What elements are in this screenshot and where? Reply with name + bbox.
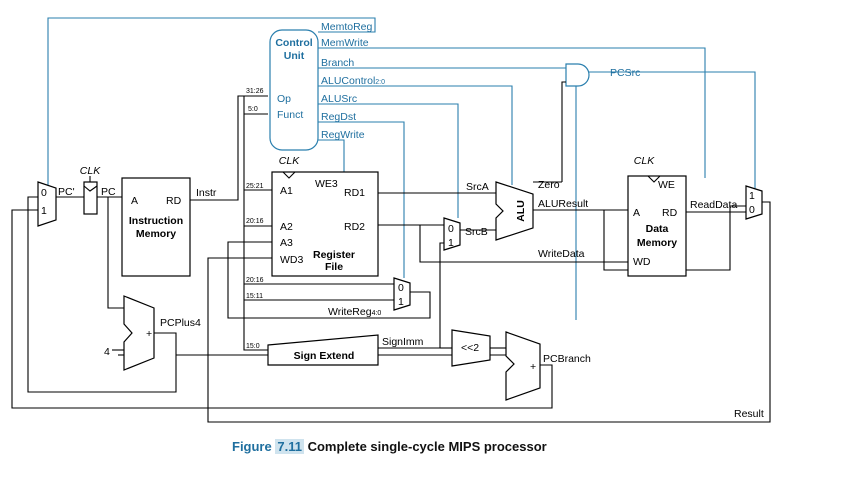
dm-we-label: WE [658,179,675,191]
result-label: Result [734,408,764,420]
control-wires [47,17,756,278]
pcplus4-adder [123,295,155,371]
pcplus4-plus: + [146,328,152,340]
bits-20-16-a: 20:16 [246,218,264,225]
dm-wd-label: WD [633,256,651,268]
result-mux-1: 0 [749,204,755,216]
rf-a2-label: A2 [280,221,293,233]
control-unit-title-2: Unit [284,50,305,62]
dm-clk-label: CLK [634,155,655,167]
pc-prime-label: PC' [58,186,75,198]
bits-5-0: 5:0 [248,106,258,113]
rf-title-2: File [325,261,343,273]
rf-title-1: Register [313,249,355,261]
pc-label: PC [101,186,116,198]
writereg-text: WriteReg [328,306,372,318]
four-label: 4 [104,346,110,358]
pcbranch-label: PCBranch [543,353,591,365]
sign-extend-label: Sign Extend [294,350,355,362]
dm-a-label: A [633,207,640,219]
signal-alusrc: ALUSrc [321,93,357,105]
writedata-label: WriteData [538,248,585,260]
data-memory [627,175,687,277]
bits-15-0: 15:0 [246,343,260,350]
dm-title-2: Memory [637,237,677,249]
pc-clk-label: CLK [80,165,101,177]
dm-title-1: Data [646,223,669,235]
srcb-mux-1: 1 [448,237,454,249]
signal-alucontrol-sub: 2:0 [375,79,385,86]
signal-pcsrc: PCSrc [610,67,640,79]
dm-rd-label: RD [662,207,678,219]
rf-clk-label: CLK [279,155,300,167]
pc-mux-0: 0 [41,187,47,199]
writereg-label: WriteReg4:0 [328,306,381,318]
figure-caption: Figure 7.11 Complete single-cycle MIPS p… [232,439,547,454]
control-unit-title-1: Control [275,37,312,49]
srcb-mux [443,217,461,251]
alu [495,181,534,241]
pcplus4-label: PCPlus4 [160,317,201,329]
caption-figure-word: Figure [232,439,272,454]
control-funct-label: Funct [277,109,303,121]
aluresult-label: ALUResult [538,198,588,210]
writereg-mux-0: 0 [398,282,404,294]
register-file [271,171,379,277]
imem-rd-label: RD [166,195,182,207]
writereg-mux-1: 1 [398,296,404,308]
signimm-label: SignImm [382,336,424,348]
shifter-label: <<2 [461,342,479,354]
signal-regwrite: RegWrite [321,129,365,141]
alu-label: ALU [515,200,527,222]
instruction-memory [121,177,191,277]
rf-we3-label: WE3 [315,178,338,190]
signal-memtoreg: MemtoReg [321,21,373,33]
control-op-label: Op [277,93,291,105]
shift-left-2 [451,329,491,367]
imem-a-label: A [131,195,138,207]
bits-25-21: 25:21 [246,183,264,190]
caption-figure-number: 7.11 [275,439,304,454]
signal-regdst: RegDst [321,111,356,123]
rf-rd2-label: RD2 [344,221,365,233]
readdata-label: ReadData [690,199,737,211]
rf-a1-label: A1 [280,185,293,197]
writereg-mux [393,277,411,311]
pcbranch-adder [505,331,541,401]
pc-mux-1: 1 [41,205,47,217]
result-mux [745,185,763,220]
pc-mux [37,181,57,227]
srcb-label: SrcB [465,226,488,238]
srca-label: SrcA [466,181,489,193]
signal-memwrite: MemWrite [321,37,369,49]
pcbranch-plus: + [530,361,536,373]
bits-20-16-b: 20:16 [246,277,264,284]
bits-15-11: 15:11 [246,293,263,300]
rf-a3-label: A3 [280,237,293,249]
imem-title-2: Memory [136,228,176,240]
bits-31-26: 31:26 [246,88,264,95]
writereg-sub: 4:0 [372,310,382,317]
signal-alucontrol: ALUControl2:0 [321,75,385,87]
signal-alucontrol-text: ALUControl [321,75,375,87]
imem-title-1: Instruction [129,215,183,227]
control-unit [269,29,319,151]
result-mux-0: 1 [749,190,755,202]
rf-rd1-label: RD1 [344,187,365,199]
instr-label: Instr [196,187,217,199]
sign-extend [267,334,379,366]
signal-branch: Branch [321,57,354,69]
srcb-mux-0: 0 [448,223,454,235]
branch-and-gate [565,63,590,87]
zero-label: Zero [538,179,560,191]
caption-title: Complete single-cycle MIPS processor [307,439,547,454]
rf-wd3-label: WD3 [280,254,303,266]
